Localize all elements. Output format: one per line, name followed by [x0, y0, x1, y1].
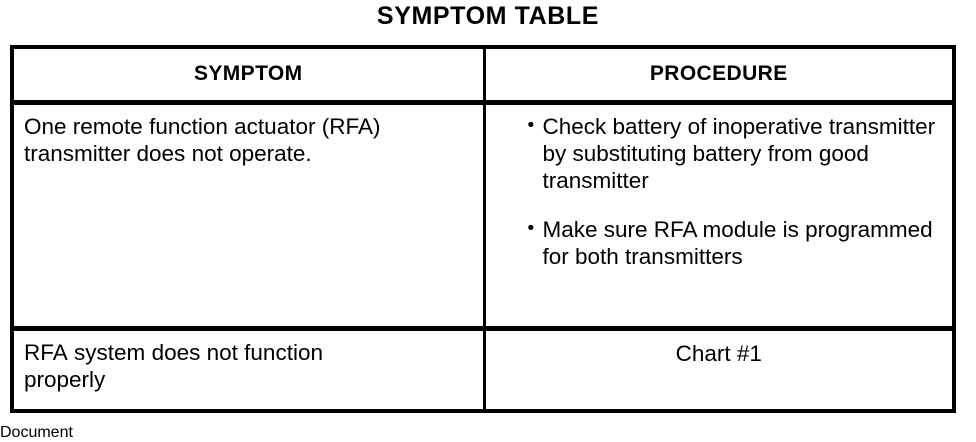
procedure-cell: • Check battery of inoperative transmitt… — [484, 102, 952, 331]
symptom-text-block: RFA system does not function properly — [24, 339, 473, 393]
table-row: One remote function actuator (RFA) trans… — [14, 102, 952, 331]
symptom-line: One remote function actuator (RFA) — [24, 113, 381, 139]
table-border-frame: SYMPTOM PROCEDURE One remote function ac… — [10, 45, 956, 413]
symptom-line: transmitter does not operate. — [24, 140, 312, 166]
table-body: One remote function actuator (RFA) trans… — [14, 102, 952, 409]
list-item: • Make sure RFA module is programmed for… — [496, 216, 943, 270]
column-header-symptom: SYMPTOM — [14, 49, 486, 105]
table-row: RFA system does not function properly Ch… — [14, 328, 952, 409]
bullet-dot-icon: • — [527, 114, 535, 136]
list-item: • Check battery of inoperative transmitt… — [496, 113, 943, 194]
procedure-bullet-text: Check battery of inoperative transmitter… — [542, 113, 936, 193]
symptom-cell: RFA system does not function properly — [14, 328, 486, 409]
symptom-table-page: SYMPTOM TABLE SYMPTOM PROCEDURE One remo… — [10, 2, 956, 413]
procedure-cell: Chart #1 — [484, 328, 952, 409]
procedure-chart-reference: Chart #1 — [675, 340, 762, 366]
table-header-row: SYMPTOM PROCEDURE — [14, 49, 952, 105]
procedure-bullet-list: • Check battery of inoperative transmitt… — [496, 113, 943, 270]
procedure-bullet-text: Make sure RFA module is programmed for b… — [542, 216, 933, 269]
symptom-line: RFA system does not function — [24, 339, 323, 365]
symptom-table: SYMPTOM PROCEDURE One remote function ac… — [14, 49, 952, 409]
page-title: SYMPTOM TABLE — [376, 2, 600, 30]
symptom-line: properly — [24, 366, 106, 392]
table-header: SYMPTOM PROCEDURE — [14, 49, 952, 105]
symptom-text-block: One remote function actuator (RFA) trans… — [24, 113, 473, 167]
bullet-dot-icon: • — [527, 217, 535, 239]
symptom-cell: One remote function actuator (RFA) trans… — [14, 102, 486, 331]
column-header-procedure: PROCEDURE — [484, 49, 952, 105]
